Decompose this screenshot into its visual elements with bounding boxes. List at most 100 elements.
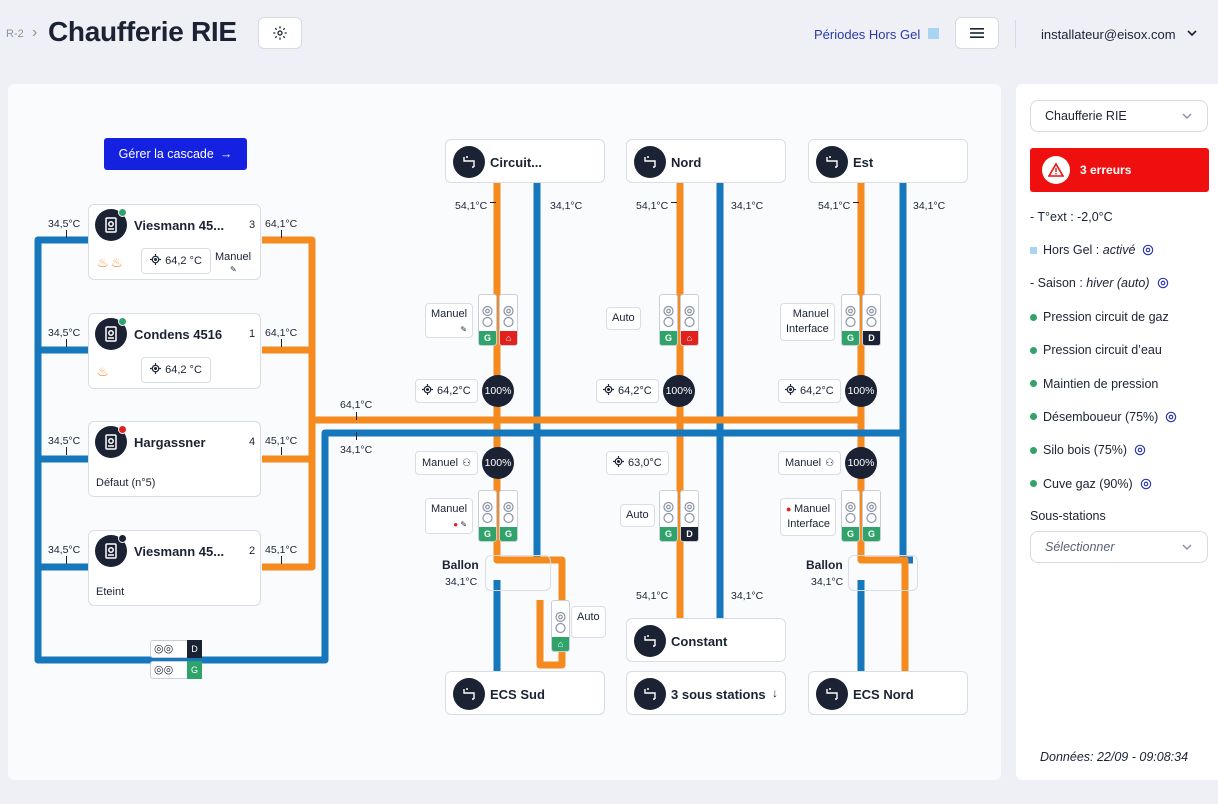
pencil-icon[interactable]: ✎	[230, 265, 237, 274]
boiler-name: Condens 4516	[134, 327, 223, 342]
boiler-status-dot	[118, 425, 127, 434]
boiler-setpoint[interactable]: 64,2 °C	[141, 357, 211, 383]
chevron-down-icon[interactable]	[1186, 27, 1198, 39]
ballon-temp: 34,1°C	[445, 576, 478, 588]
valve-percentage[interactable]: 100%	[482, 375, 514, 407]
gear-icon[interactable]	[1141, 243, 1155, 257]
circuit-valve-setpoint[interactable]: 64,2°C	[415, 379, 478, 403]
manage-cascade-button[interactable]: Gérer la cascade→	[104, 138, 247, 170]
boiler-return-temp: 34,5°C	[48, 544, 81, 556]
gear-icon[interactable]	[1133, 443, 1147, 457]
boiler-rank: 4	[249, 436, 256, 448]
circuit-card[interactable]: Nord	[626, 139, 786, 183]
pump-icon	[554, 608, 567, 641]
circuit-pump-mode[interactable]: Auto	[606, 307, 641, 330]
temp-tick	[671, 202, 677, 203]
target-icon	[150, 363, 162, 377]
breadcrumb[interactable]: R-2	[6, 28, 24, 40]
circuit-icon	[634, 146, 666, 178]
secondary-pump-mode[interactable]: Manuel● ✎	[425, 498, 474, 534]
circuit-pump-mode[interactable]: Manuel✎	[425, 303, 474, 338]
pump-state-badge: G	[479, 331, 496, 345]
menu-button[interactable]	[955, 17, 999, 49]
sous-stations-select[interactable]: Sélectionner	[1030, 531, 1208, 563]
pump[interactable]: G	[478, 490, 497, 542]
plant-select[interactable]: Chaufferie RIE	[1030, 100, 1208, 132]
boiler-name: Hargassner	[134, 435, 206, 450]
circuit-name: Est	[853, 155, 874, 170]
pump[interactable]: G	[659, 294, 678, 346]
pump[interactable]: G	[478, 294, 497, 346]
destination-card[interactable]: ECS Sud	[445, 671, 605, 715]
boiler-supply-temp: 64,1°C	[265, 218, 298, 230]
circuit-return-temp: 34,1°C	[731, 200, 764, 212]
ecs-pump[interactable]: ⌂	[551, 600, 570, 652]
gear-icon[interactable]	[1156, 276, 1170, 290]
gear-icon[interactable]	[1139, 477, 1153, 491]
pump-state-badge: D	[681, 527, 698, 541]
destination-card[interactable]: ECS Nord	[808, 671, 968, 715]
pump[interactable]: D	[680, 490, 699, 542]
circuit-pump-pair[interactable]: G⌂	[659, 294, 699, 346]
circuit-return-temp: 34,1°C	[913, 200, 946, 212]
temp-tick	[281, 447, 282, 455]
ecs-pump-mode[interactable]: Auto	[571, 606, 606, 638]
valve-percentage[interactable]: 100%	[845, 375, 877, 407]
gear-icon[interactable]	[1164, 410, 1178, 424]
pump[interactable]: ⌂	[680, 294, 699, 346]
secondary-valve-setpoint[interactable]: 63,0°C	[606, 451, 669, 475]
circuit-valve-setpoint[interactable]: 64,2°C	[596, 379, 659, 403]
circuit-name: Circuit...	[490, 155, 543, 170]
collector-card[interactable]: Constant	[626, 618, 786, 662]
pump[interactable]: D	[862, 294, 881, 346]
boiler-supply-temp: 45,1°C	[265, 435, 298, 447]
pump[interactable]: G	[499, 490, 518, 542]
circuit-pump-pair[interactable]: G⌂	[478, 294, 518, 346]
temp-tick	[356, 412, 357, 420]
pump-icon: ◎◎	[154, 643, 174, 655]
pump[interactable]: G	[862, 490, 881, 542]
pump[interactable]: G	[841, 490, 860, 542]
secondary-valve-mode[interactable]: Manuel⚇	[415, 451, 479, 475]
pump[interactable]: G	[659, 490, 678, 542]
circuit-icon	[453, 146, 485, 178]
pump-icon	[865, 498, 878, 531]
destination-card[interactable]: 3 sous stations↓	[626, 671, 786, 715]
valve-percentage[interactable]: 100%	[663, 375, 695, 407]
circuit-supply-temp: 54,1°C	[636, 200, 669, 212]
secondary-return-temp: 34,1°C	[731, 590, 764, 602]
circuit-valve-setpoint[interactable]: 64,2°C	[778, 379, 841, 403]
arrow-down-icon[interactable]: ↓	[772, 686, 778, 700]
circuit-icon	[453, 678, 485, 710]
indicator-row: Maintien de pression	[1030, 377, 1158, 391]
user-menu[interactable]: installateur@eisox.com	[1041, 27, 1176, 42]
secondary-valve-mode[interactable]: Manuel⚇	[778, 451, 842, 475]
errors-alert[interactable]: 3 erreurs	[1030, 148, 1209, 192]
chevron-down-icon	[1182, 113, 1192, 120]
boiler-setpoint[interactable]: 64,2 °C	[141, 248, 211, 274]
boiler-setpoint-value: 64,2 °C	[165, 255, 202, 267]
secondary-pump-mode[interactable]: Auto	[620, 504, 655, 527]
circuit-card[interactable]: Est	[808, 139, 968, 183]
pump-icon	[844, 302, 857, 335]
pump-icon	[683, 302, 696, 335]
settings-button[interactable]	[258, 17, 302, 49]
indicator-row: Pression circuit d’eau	[1030, 343, 1162, 357]
pump[interactable]: G	[841, 294, 860, 346]
circuit-card[interactable]: Circuit...	[445, 139, 605, 183]
pump[interactable]: ⌂	[499, 294, 518, 346]
boiler-mode[interactable]: Manuel	[215, 251, 252, 263]
valve-percentage[interactable]: 100%	[845, 447, 877, 479]
valve-percentage[interactable]: 100%	[482, 447, 514, 479]
hors-gel-periods-link[interactable]: Périodes Hors Gel	[814, 27, 921, 42]
